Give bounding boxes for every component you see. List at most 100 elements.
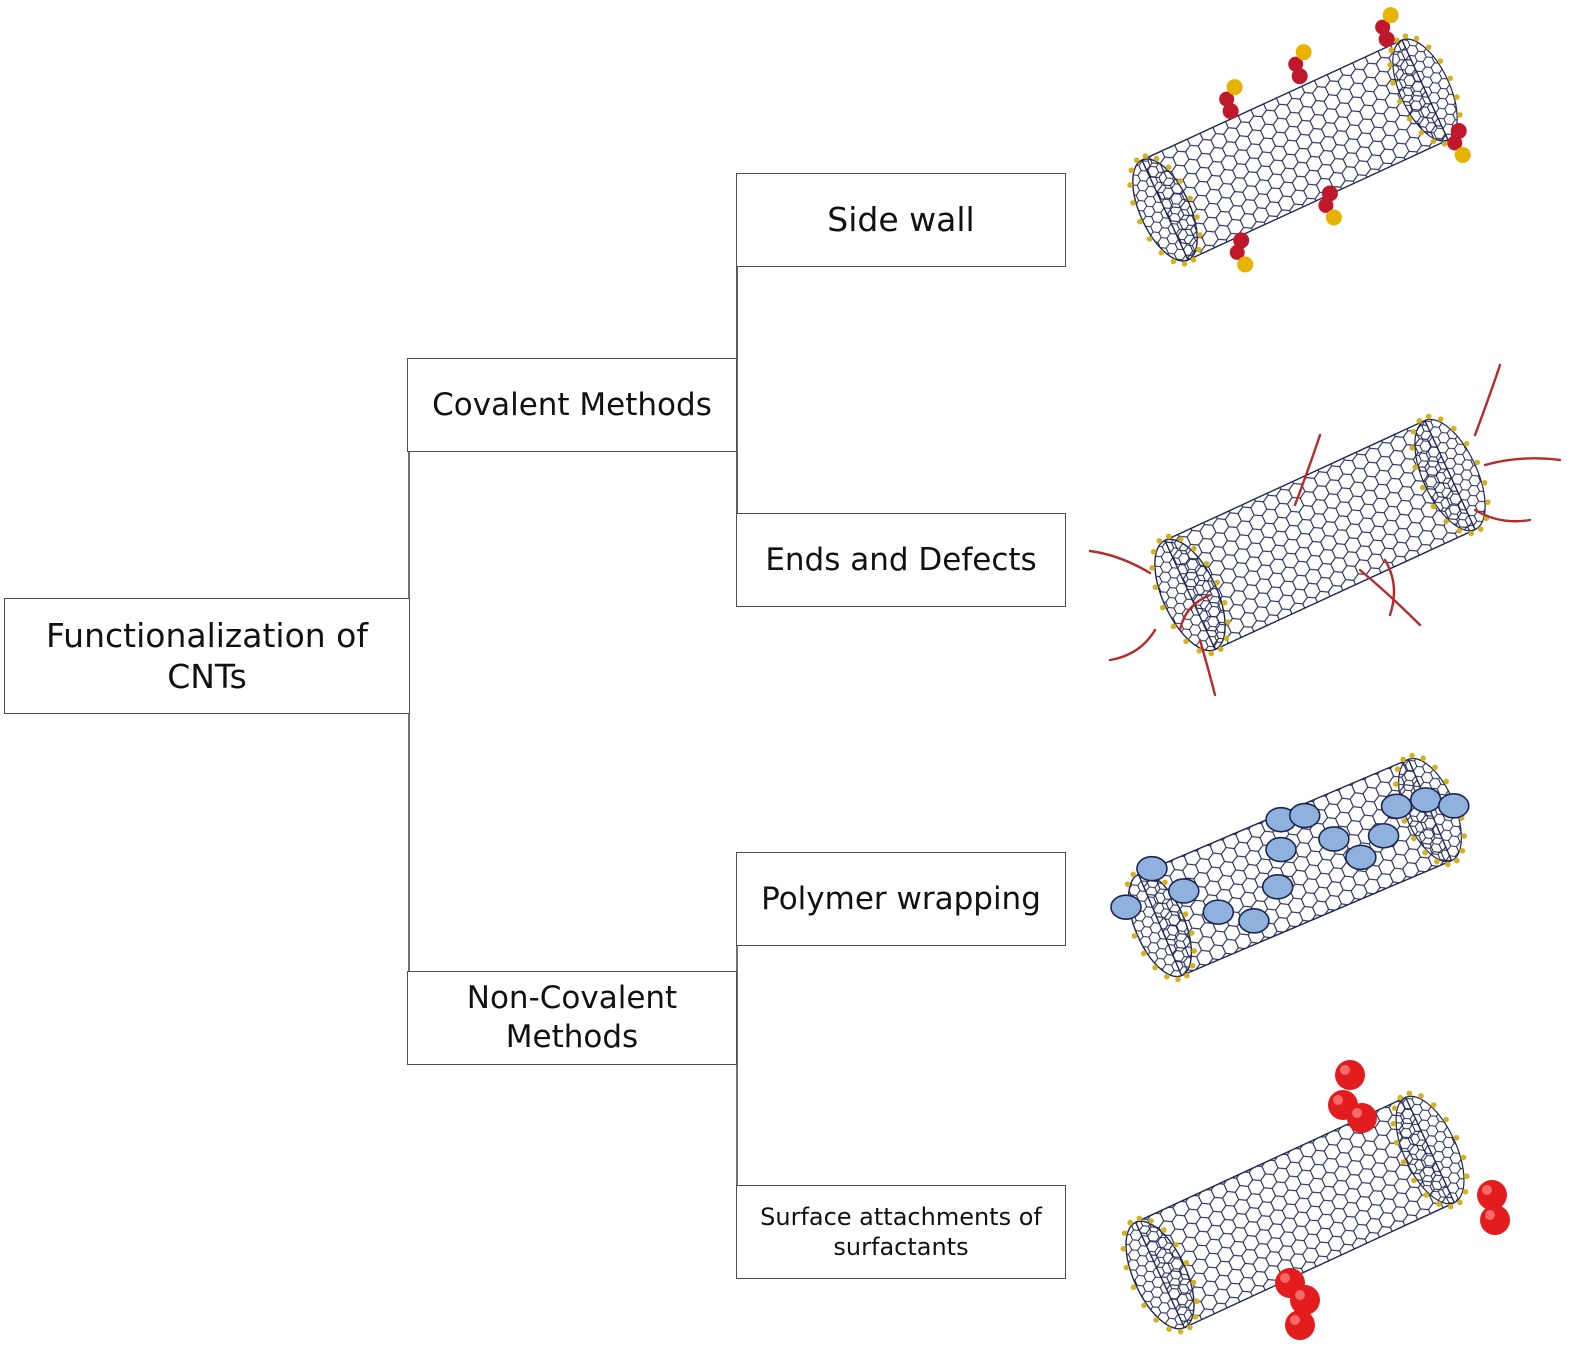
end-atom [1152,584,1159,591]
end-atom [1418,129,1425,136]
end-atom [1164,973,1170,980]
end-atom [1416,418,1423,424]
end-atom [1160,1227,1167,1233]
end-atom [1420,755,1426,762]
surfactant-attachments-node: Surface attachments of surfactants [736,1185,1066,1279]
end-atom [1130,871,1136,878]
end-atom [1217,646,1224,652]
end-atom [1177,1328,1184,1335]
end-atom [1170,623,1177,630]
covalent-methods-label: Covalent Methods [432,386,712,423]
end-atom [1409,752,1415,759]
end-atom [1150,548,1157,555]
end-atom [1165,533,1172,540]
end-atom [1402,33,1409,39]
surfactant-bead-highlight [1333,1095,1343,1105]
end-atom [1191,545,1197,552]
end-atom [1196,648,1203,654]
end-atom [1152,964,1158,971]
end-atom [1422,849,1428,856]
functional-chain [1108,628,1157,662]
covalent-group-atom [1378,31,1395,48]
end-atom [1393,1139,1400,1146]
end-atom [1175,976,1181,983]
end-atom [1140,950,1147,957]
functional-chain [1473,363,1502,437]
end-atom [1203,560,1210,567]
non-covalent-methods-label: Non-Covalent Methods [466,980,678,1055]
end-atom [1188,930,1195,936]
end-atom [1418,1093,1424,1099]
covalent-group-atom [1233,232,1250,249]
end-atom [1214,579,1221,586]
end-atom [1190,1279,1197,1286]
end-atom [1189,962,1196,969]
end-atom [1457,112,1463,118]
end-atom [1141,1302,1147,1309]
covalent-group-cap [1325,209,1342,226]
covalent-group-cap [1226,79,1243,96]
functional-chain [1473,508,1532,523]
covalent-methods-node: Covalent Methods [407,358,737,452]
covalent-group-cap [1382,7,1399,24]
end-atom [1463,1173,1470,1180]
polymer-bead [1265,836,1297,863]
end-atom [1192,1314,1199,1320]
end-atom [1221,599,1228,606]
surfactant-bead-highlight [1295,1290,1305,1300]
end-atom [1461,833,1467,839]
end-atom [1183,1259,1190,1266]
ends-defects-functionalized-cnt [1088,363,1562,697]
covalent-group-atom [1288,56,1304,72]
end-atom [1127,1219,1133,1226]
end-atom [1454,94,1460,100]
end-atom [1462,1189,1469,1195]
end-atom [1130,1284,1137,1291]
end-atom [1127,182,1133,188]
end-atom [1411,1177,1417,1184]
surfactant-bead-highlight [1340,1065,1350,1075]
end-atom [1412,464,1419,471]
end-atom [1459,847,1466,854]
functional-chain [1293,433,1322,507]
end-atom [1183,638,1189,645]
functional-chain [1178,593,1212,632]
end-atom [1390,80,1396,86]
functional-chain [1198,638,1217,697]
surfactant-bead [1335,1060,1365,1090]
end-atom [1481,479,1488,486]
side-wall-label: Side wall [827,200,975,240]
tube-front-end [1154,538,1226,652]
surfactant-attachments-label: Surface attachments of surfactants [760,1203,1042,1261]
polymer-bead [1367,822,1400,849]
end-atom [1223,635,1230,642]
end-atom [1410,835,1417,842]
end-atom [1447,1203,1454,1210]
polymer-bead [1345,844,1377,871]
end-atom [1195,246,1202,253]
end-atom [1425,44,1432,51]
end-atom [1159,604,1166,611]
end-atom [1390,1120,1397,1127]
polymer-bead [1261,874,1294,900]
polymer-bead [1238,908,1270,934]
polymer-bead [1136,855,1168,882]
end-atom [1397,1094,1403,1101]
end-atom [1153,1317,1160,1323]
end-atom [1197,232,1203,238]
end-atom [1430,1102,1437,1108]
polymer-wrapping-label: Polymer wrapping [761,880,1041,917]
end-atom [1191,948,1197,954]
end-atom [1149,565,1155,571]
surfactant-bead [1347,1103,1377,1133]
end-atom [1409,445,1415,451]
end-atom [1474,459,1481,466]
non-covalent-methods-node: Non-Covalent Methods [407,971,737,1065]
polymer-bead [1110,894,1142,920]
tube-front-end [1132,158,1198,262]
end-atom [1447,75,1453,82]
end-atom [1485,499,1491,505]
end-atom [1165,164,1172,171]
end-atom [1208,650,1215,657]
end-atom [1456,528,1463,534]
